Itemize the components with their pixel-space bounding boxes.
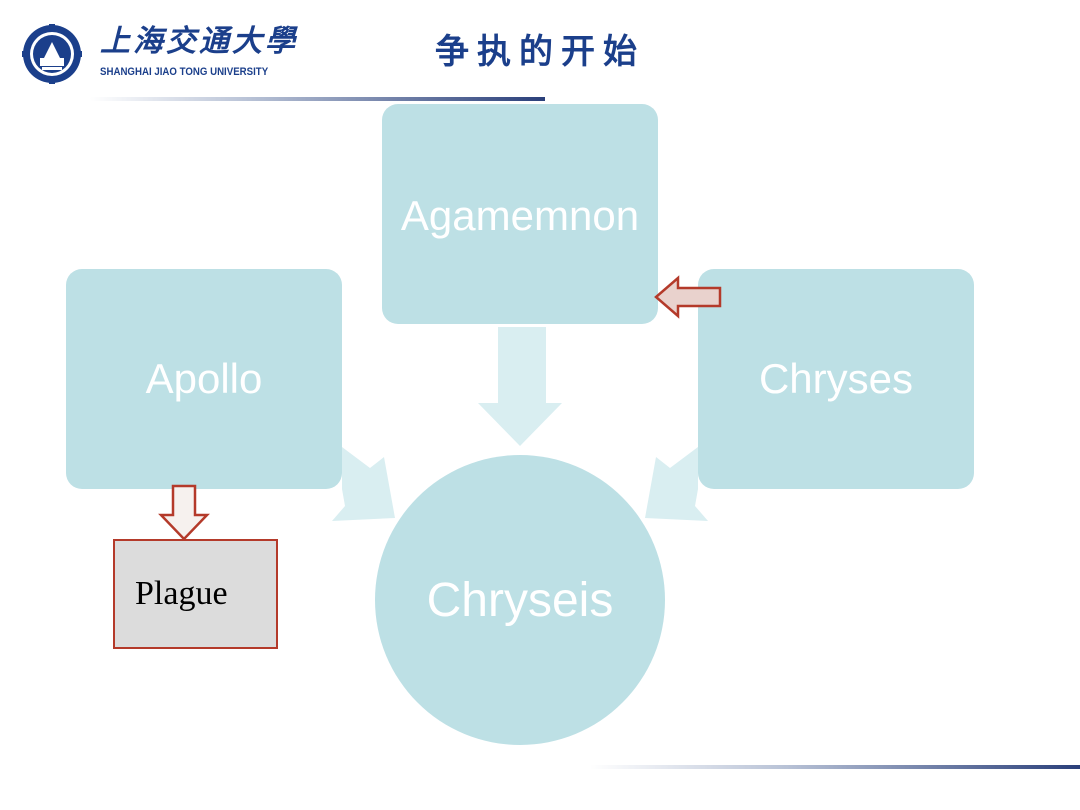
arrow-apollo-to-chryseis [332, 447, 395, 521]
arrow-chryses-to-chryseis [645, 447, 708, 521]
university-name-english: SHANGHAI JIAO TONG UNIVERSITY [100, 66, 269, 78]
plague-callout: Plague [113, 539, 278, 649]
node-chryses: Chryses [698, 269, 974, 489]
header-divider [90, 97, 545, 101]
arrow-agamemnon-to-chryseis [478, 327, 562, 446]
node-chryseis: Chryseis [375, 455, 665, 745]
node-apollo: Apollo [66, 269, 342, 489]
university-name-chinese: 上海交通大學 [100, 24, 298, 59]
university-logo-icon [22, 24, 82, 84]
arrow-apollo-to-plague-icon [158, 484, 210, 541]
footer-divider [590, 765, 1080, 769]
arrow-chryses-to-agamemnon-icon [654, 275, 722, 319]
slide-title: 争执的开始 [435, 32, 645, 72]
node-agamemnon: Agamemnon [382, 104, 658, 324]
